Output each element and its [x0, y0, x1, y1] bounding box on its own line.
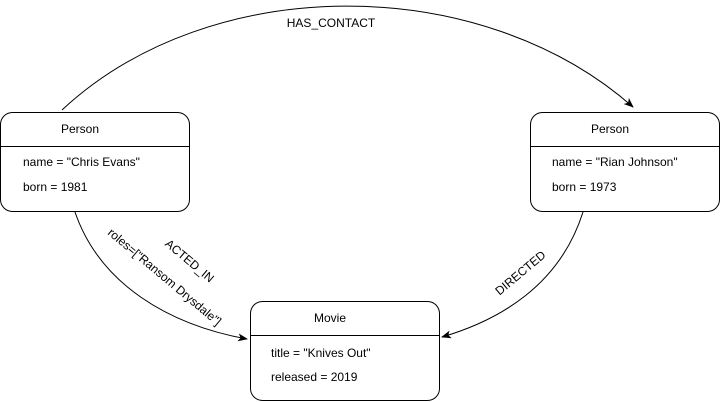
node-box[interactable] — [530, 112, 720, 212]
edge-acted-in-line[interactable] — [74, 211, 248, 342]
node-prop-released: released = 2019 — [271, 370, 358, 384]
node-prop-name: name = "Rian Johnson" — [552, 155, 678, 169]
node-box[interactable] — [0, 112, 190, 212]
node-title: Person — [61, 122, 99, 136]
edge-directed-line[interactable] — [441, 211, 584, 339]
edge-has-contact-label: HAS_CONTACT — [287, 16, 376, 30]
node-prop-name: name = "Chris Evans" — [23, 155, 140, 169]
edge-directed[interactable]: DIRECTED — [441, 211, 584, 339]
edge-directed-label: DIRECTED — [492, 248, 548, 298]
edge-acted-in[interactable]: ACTED_IN roles=["Ransom Drysdale"] — [74, 211, 248, 342]
edge-has-contact-line[interactable] — [61, 5, 634, 111]
node-title: Movie — [314, 311, 346, 325]
node-title: Person — [591, 122, 629, 136]
node-prop-born: born = 1981 — [23, 180, 88, 194]
node-box[interactable] — [250, 301, 440, 401]
node-prop-born: born = 1973 — [552, 180, 617, 194]
edge-has-contact[interactable]: HAS_CONTACT — [61, 5, 634, 111]
node-person-chris-evans[interactable]: Person name = "Chris Evans" born = 1981 — [0, 112, 190, 212]
node-person-rian-johnson[interactable]: Person name = "Rian Johnson" born = 1973 — [530, 112, 720, 212]
node-movie-knives-out[interactable]: Movie title = "Knives Out" released = 20… — [250, 301, 440, 401]
node-prop-title: title = "Knives Out" — [271, 346, 371, 360]
